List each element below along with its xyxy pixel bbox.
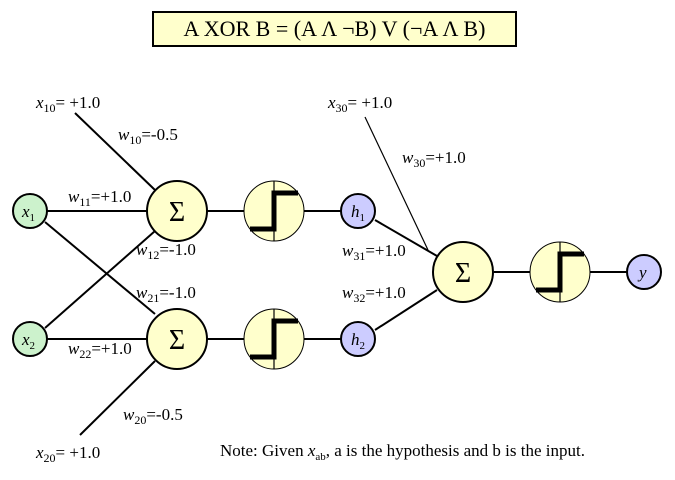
svg-text:y: y [637,263,647,282]
edge-h2-sum3 [374,289,438,331]
edge-x1-sum2 [44,221,156,315]
sigma-icon: Σ [169,197,185,228]
input-node-x1: x1 [12,193,48,229]
step-function-1 [243,180,305,242]
weight-label-w32: w32=+1.0 [342,283,406,305]
weight-label-w11: w11=+1.0 [68,187,131,209]
svg-text:x2: x2 [21,330,35,352]
weight-label-w12: w12=-1.0 [136,240,196,262]
note-text: Note: Given xab, a is the hypothesis and… [220,441,585,463]
weight-label-w21: w21=-1.0 [136,283,196,305]
step-icon [250,190,298,232]
weight-label-w30: w30=+1.0 [402,148,466,170]
xor-formula-title: A XOR B = (A Λ ¬B) V (¬A Λ B) [152,11,517,47]
edge-h1-sum3 [374,219,438,257]
hidden-node-h2: h2 [340,321,376,357]
sigma-icon: Σ [169,325,185,356]
svg-text:x1: x1 [21,202,35,224]
svg-text:h2: h2 [351,330,365,352]
bias-label-x10: x10= +1.0 [35,93,100,115]
bias-label-x30: x30= +1.0 [327,93,392,115]
weight-label-w22: w22=+1.0 [68,339,132,361]
weight-label-w10: w10=-0.5 [118,125,178,147]
output-node-y: y [626,254,662,290]
step-function-3 [529,241,591,303]
connections [44,112,627,436]
step-icon [250,318,298,360]
bias-label-x20: x20= +1.0 [35,443,100,465]
edge-x30-sum3 [364,116,429,251]
sum-node-1: Σ [146,180,208,242]
edge-x2-sum1 [44,230,156,329]
sum-node-3: Σ [432,241,494,303]
weight-label-w31: w31=+1.0 [342,241,406,263]
step-icon [536,251,584,293]
input-node-x2: x2 [12,321,48,357]
edge-x20-sum2 [79,360,156,436]
edge-x10-sum1 [74,112,156,191]
weight-label-w20: w20=-0.5 [123,405,183,427]
svg-text:h1: h1 [351,202,365,224]
sum-node-2: Σ [146,308,208,370]
sigma-icon: Σ [455,258,471,289]
step-function-2 [243,308,305,370]
hidden-node-h1: h1 [340,193,376,229]
